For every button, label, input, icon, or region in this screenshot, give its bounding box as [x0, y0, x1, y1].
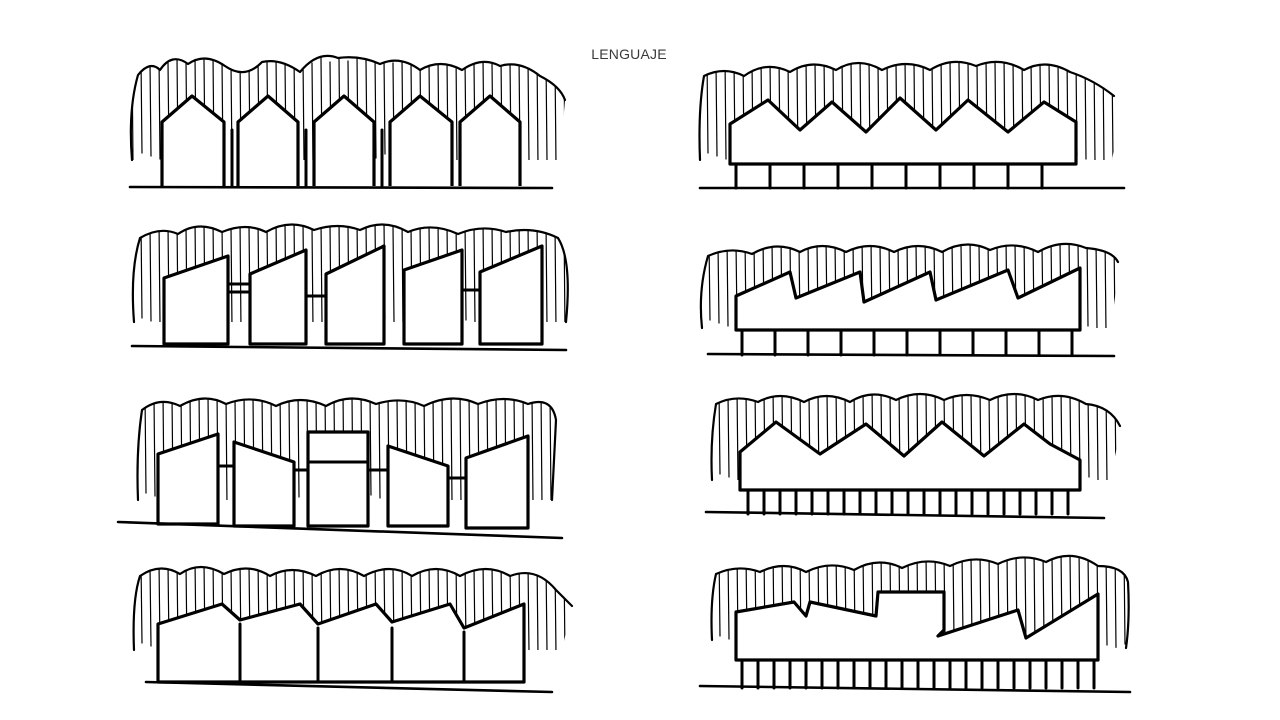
- sketch-left-1: [128, 54, 567, 190]
- sketch-right-2: [699, 242, 1120, 358]
- sketch-left-3: [116, 397, 564, 540]
- sketch-right-3: [704, 392, 1122, 520]
- sketch-right-4: [698, 554, 1132, 694]
- sketch-left-4: [132, 565, 574, 694]
- page-title: LENGUAJE: [591, 46, 667, 62]
- sketch-left-2: [130, 223, 569, 352]
- sketch-right-1: [698, 60, 1126, 190]
